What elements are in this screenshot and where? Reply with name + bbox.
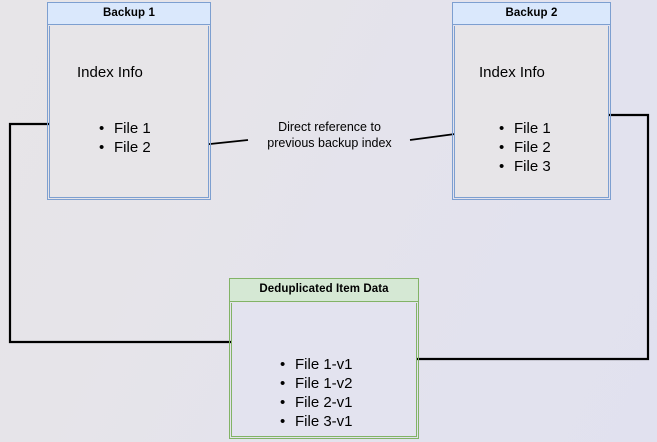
direct-reference-caption: Direct reference to previous backup inde… — [247, 119, 412, 151]
backup-1-body: Index Info File 1 File 2 — [49, 26, 209, 198]
list-item: File 2-v1 — [280, 393, 353, 412]
deduplicated-item-data-header: Deduplicated Item Data — [230, 279, 418, 302]
list-item: File 2 — [499, 138, 551, 157]
list-item: File 3 — [499, 157, 551, 176]
list-item: File 1 — [499, 119, 551, 138]
caption-line-2: previous backup index — [267, 136, 392, 150]
deduplicated-item-data-body: File 1-v1 File 1-v2 File 2-v1 File 3-v1 — [231, 303, 417, 437]
backup-1-file-list: File 1 File 2 — [99, 119, 151, 157]
backup-2-body: Index Info File 1 File 2 File 3 — [454, 26, 609, 198]
backup-2-header: Backup 2 — [453, 3, 610, 25]
list-item: File 1-v1 — [280, 355, 353, 374]
list-item: File 2 — [99, 138, 151, 157]
dedup-file-list: File 1-v1 File 1-v2 File 2-v1 File 3-v1 — [280, 355, 353, 431]
backup-2-index-label: Index Info — [479, 64, 545, 81]
caption-line-1: Direct reference to — [278, 120, 381, 134]
backup-1-header: Backup 1 — [48, 3, 210, 25]
list-item: File 3-v1 — [280, 412, 353, 431]
deduplicated-item-data-box[interactable]: Deduplicated Item Data File 1-v1 File 1-… — [229, 278, 419, 439]
backup-2-box[interactable]: Backup 2 Index Info File 1 File 2 File 3 — [452, 2, 611, 200]
backup-2-file-list: File 1 File 2 File 3 — [499, 119, 551, 176]
list-item: File 1 — [99, 119, 151, 138]
list-item: File 1-v2 — [280, 374, 353, 393]
backup-1-box[interactable]: Backup 1 Index Info File 1 File 2 — [47, 2, 211, 200]
backup-1-index-label: Index Info — [77, 64, 143, 81]
